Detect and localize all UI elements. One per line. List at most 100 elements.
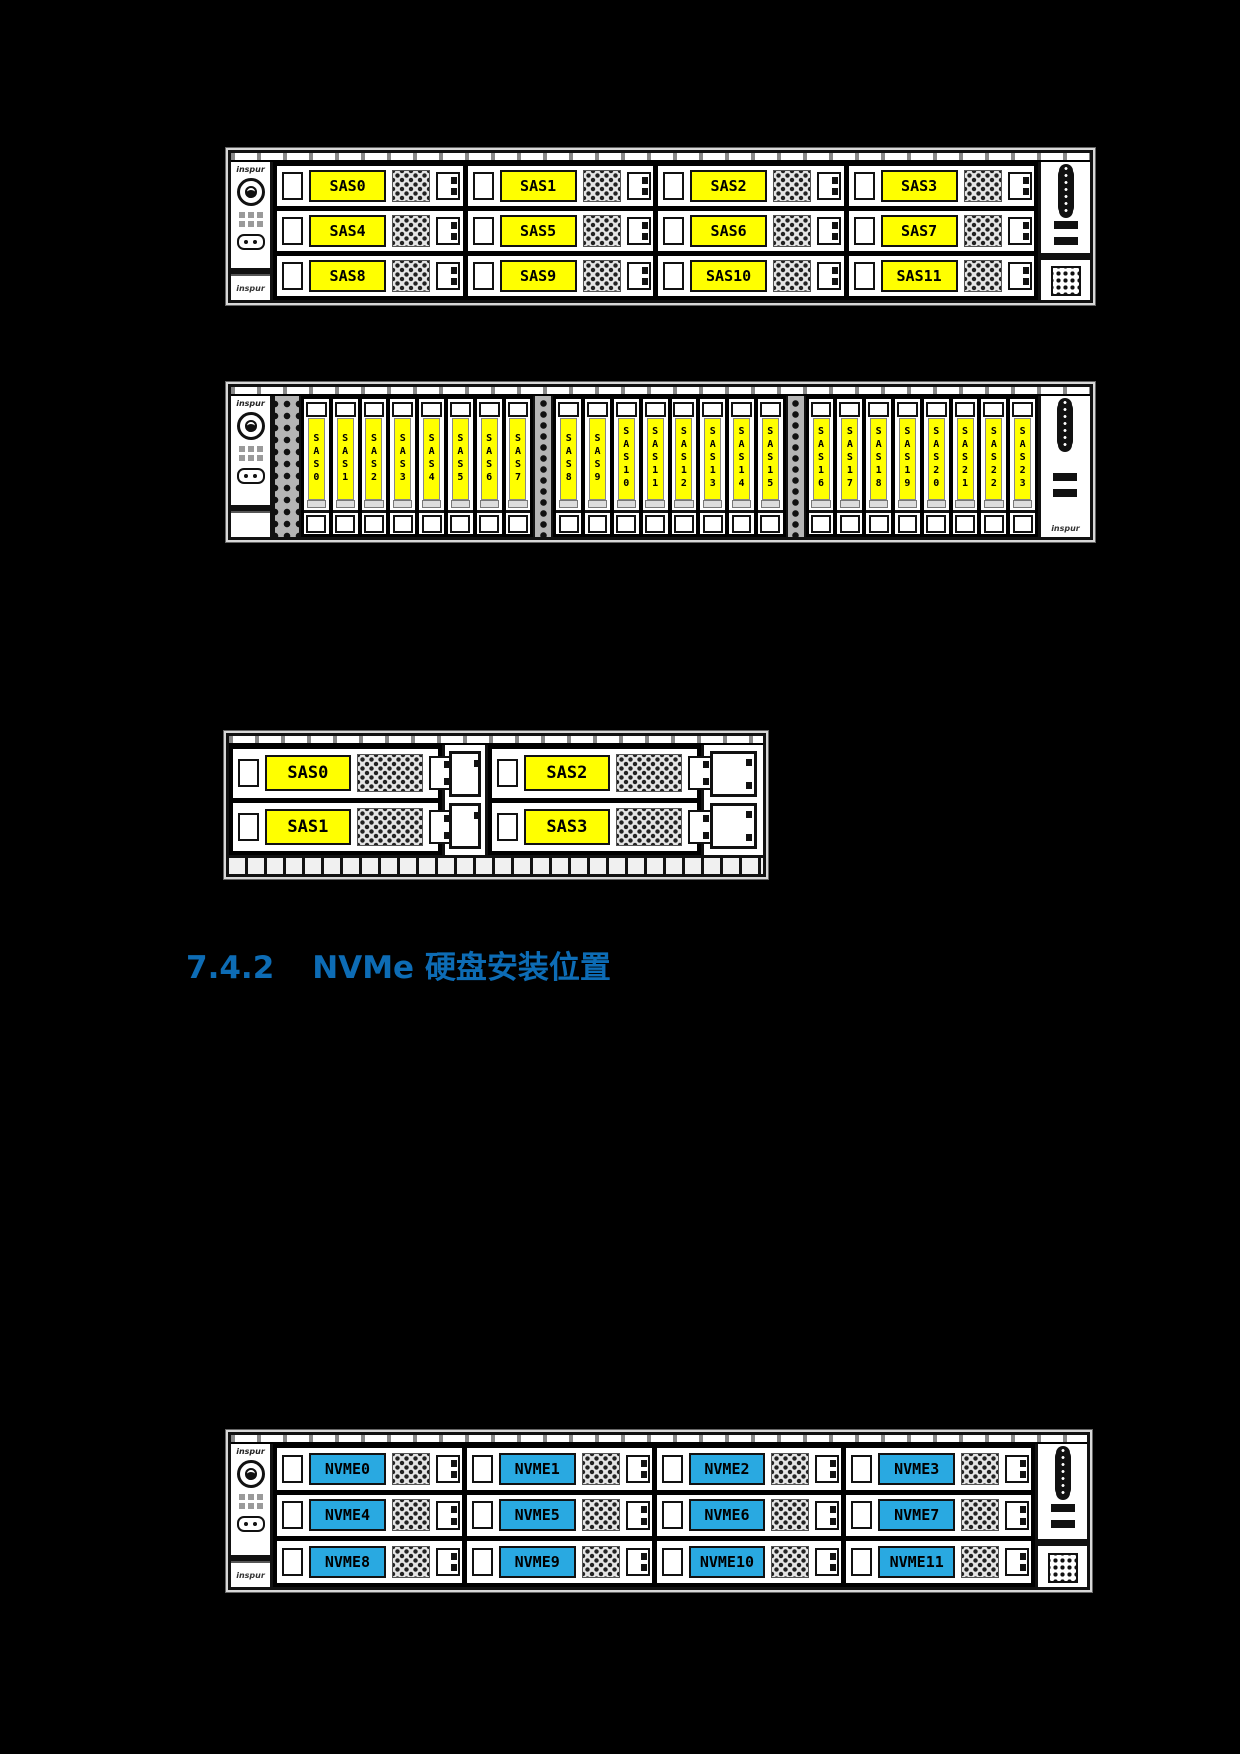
drive-position-label: SAS7 <box>509 417 527 500</box>
drive-bay-grid: SAS0 SAS1 SAS2 <box>273 162 1038 300</box>
drive-bay: SAS16 <box>807 398 835 535</box>
drive-tray: SAS8 <box>556 417 581 500</box>
drive-latch <box>868 402 890 417</box>
drive-bay: NVME11 <box>845 1540 1032 1584</box>
drive-led-window <box>926 500 946 508</box>
drive-bay: SAS23 <box>1009 398 1037 535</box>
drive-tray: SAS11 <box>643 417 668 500</box>
drive-release-button <box>238 759 259 788</box>
drive-tray: SAS6 <box>477 417 502 500</box>
drive-latch <box>626 262 651 290</box>
vent-mesh-icon <box>356 807 423 846</box>
vent-mesh-icon <box>771 1546 810 1579</box>
drive-latch <box>1005 1454 1030 1484</box>
drive-led-window <box>450 500 471 508</box>
drive-bay: SAS19 <box>894 398 921 535</box>
drive-bay: SAS7 <box>504 398 532 535</box>
drive-bay: NVME8 <box>276 1540 463 1584</box>
drive-bay: SAS13 <box>699 398 727 535</box>
drive-bay: NVME5 <box>465 1493 653 1538</box>
right-edge-modules <box>701 745 763 855</box>
drive-bay-group-1: SAS0 SAS1 SAS2 <box>301 396 534 537</box>
drive-latch <box>759 402 781 417</box>
vga-port-icon <box>1054 1449 1071 1497</box>
drive-position-label: SAS18 <box>870 417 888 500</box>
drive-carrier-foot <box>808 510 834 534</box>
drive-latch <box>558 402 580 417</box>
drive-latch <box>334 402 356 417</box>
front-io-panel <box>1035 1444 1087 1587</box>
drive-release-button <box>472 172 494 200</box>
panel-divider <box>1038 1538 1087 1546</box>
drive-latch <box>1007 217 1032 245</box>
drive-bay: SAS21 <box>951 398 979 535</box>
drive-tray: SAS5 <box>448 417 473 500</box>
drive-led-window <box>335 500 355 508</box>
drive-latch <box>1005 1547 1030 1577</box>
drive-position-label: SAS2 <box>690 170 768 202</box>
series-label: inspur <box>231 274 270 300</box>
drive-release-button <box>663 262 684 290</box>
vga-port-icon <box>1057 401 1074 449</box>
vent-mesh-icon <box>581 1546 620 1579</box>
drive-release-button <box>661 1548 683 1577</box>
drive-position-label: SAS10 <box>690 260 768 292</box>
vent-mesh-icon <box>773 170 812 202</box>
drive-bay: NVME3 <box>845 1447 1032 1491</box>
drive-bay: SAS9 <box>466 255 654 297</box>
drive-position-label: SAS3 <box>394 417 412 500</box>
front-control-panel: inspur inspur <box>231 1444 273 1587</box>
drive-carrier-foot <box>476 510 502 534</box>
drive-bay: SAS11 <box>847 255 1035 297</box>
drive-tray: SAS19 <box>895 417 920 500</box>
drive-bay: NVME4 <box>276 1493 463 1538</box>
drive-latch <box>435 1501 460 1530</box>
drive-bay: SAS17 <box>836 398 864 535</box>
panel-divider <box>231 505 270 511</box>
drive-latch <box>435 1454 460 1484</box>
drive-latch <box>702 402 724 417</box>
drive-release-button <box>663 217 684 245</box>
drive-carrier-foot <box>981 510 1007 534</box>
drive-position-label: SAS15 <box>761 417 779 500</box>
perforated-strip-icon <box>785 396 806 537</box>
usb-ports-icon <box>1053 473 1078 500</box>
drive-bay: SAS6 <box>657 210 845 252</box>
drive-release-button <box>282 172 303 200</box>
drive-tray: SAS16 <box>809 417 834 500</box>
drive-position-label: NVME10 <box>688 1546 766 1579</box>
drive-position-label: SAS12 <box>675 417 693 500</box>
drive-position-label: SAS5 <box>451 417 469 500</box>
drive-bay: SAS6 <box>475 398 503 535</box>
drive-position-label: SAS1 <box>499 170 577 202</box>
drive-bay: SAS0 <box>303 398 330 535</box>
drive-bay: SAS1 <box>331 398 359 535</box>
drive-tray: SAS9 <box>585 417 610 500</box>
drive-latch <box>436 217 461 245</box>
drive-position-label: SAS3 <box>524 808 610 845</box>
vent-mesh-icon <box>391 1452 430 1485</box>
drive-latch <box>625 1454 650 1484</box>
panel-divider <box>1041 253 1090 261</box>
drive-position-label: SAS1 <box>336 417 354 500</box>
drive-position-label: SAS6 <box>690 215 768 247</box>
vent-mesh-icon <box>392 215 431 247</box>
drive-position-label: SAS9 <box>499 260 577 292</box>
drive-position-label: SAS7 <box>880 215 958 247</box>
drive-led-window <box>616 500 636 508</box>
drive-position-label: NVME1 <box>498 1452 576 1485</box>
vent-mesh-icon <box>773 260 812 292</box>
drive-bay: SAS2 <box>360 398 388 535</box>
chassis-top-rail <box>231 153 1090 162</box>
drive-position-label: NVME4 <box>309 1499 386 1532</box>
drive-position-label: SAS20 <box>927 417 945 500</box>
drive-tray: SAS12 <box>672 417 697 500</box>
drive-position-label: SAS2 <box>365 417 383 500</box>
drive-tray: SAS20 <box>924 417 949 500</box>
power-button-icon <box>236 1460 265 1488</box>
drive-led-window <box>421 500 442 508</box>
drive-bay-group-3: SAS16 SAS17 SAS1 <box>805 396 1038 537</box>
drive-tray: SAS2 <box>362 417 387 500</box>
figure-sas4-view: SAS0 SAS1 SAS2 <box>226 733 766 877</box>
drive-bay: SAS9 <box>584 398 611 535</box>
